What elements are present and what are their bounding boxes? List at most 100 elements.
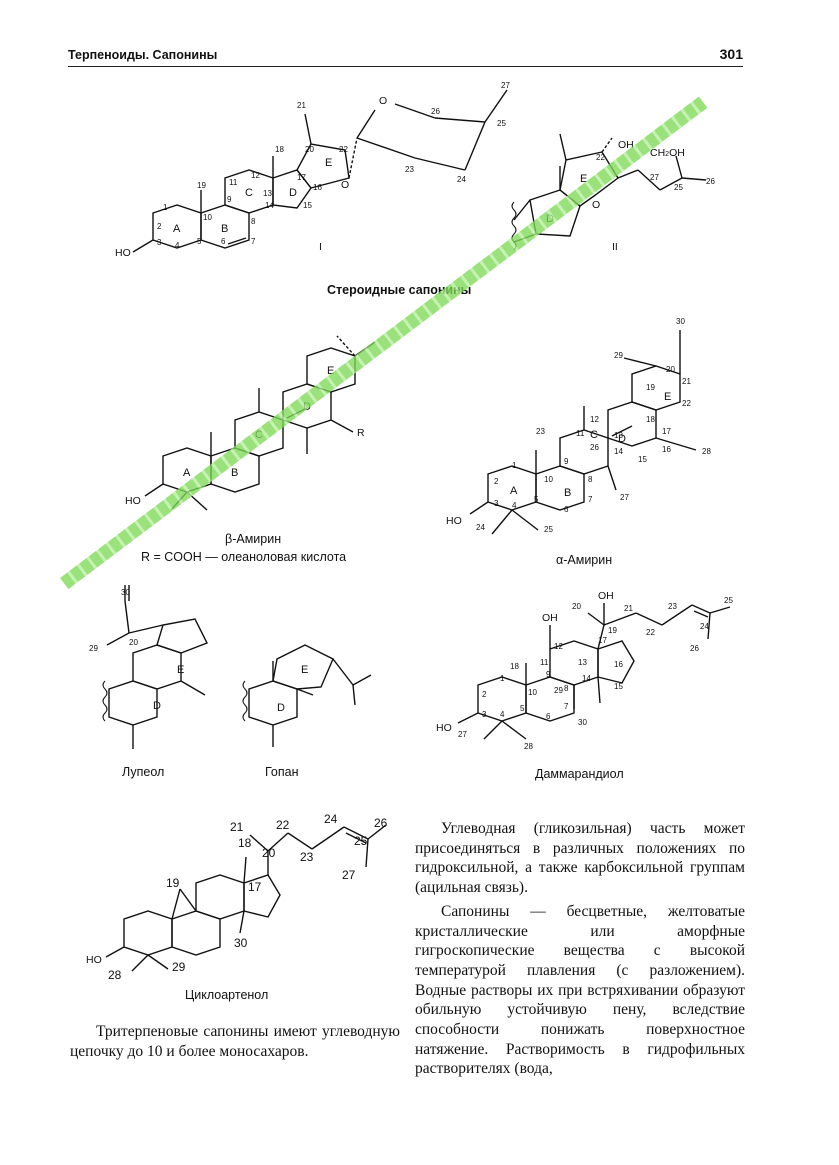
svg-text:13: 13 xyxy=(263,189,272,198)
hopane-name: Гопан xyxy=(265,765,299,779)
svg-text:29: 29 xyxy=(614,351,623,360)
left-column-text: Тритерпеновые сапонины имеют углеводную … xyxy=(70,1022,400,1061)
roman-numeral-1: I xyxy=(319,241,322,253)
page-header: Терпеноиды. Сапонины 301 xyxy=(68,44,743,67)
svg-text:OH: OH xyxy=(542,612,558,624)
svg-text:25: 25 xyxy=(544,525,553,534)
svg-text:18: 18 xyxy=(646,415,655,424)
svg-text:21: 21 xyxy=(230,820,244,834)
svg-text:20: 20 xyxy=(572,602,581,611)
svg-text:29: 29 xyxy=(89,644,98,653)
svg-text:21: 21 xyxy=(624,604,633,613)
svg-text:23: 23 xyxy=(668,602,677,611)
svg-text:27: 27 xyxy=(501,81,510,90)
svg-text:27: 27 xyxy=(342,868,356,882)
lupeol-name: Лупеол xyxy=(122,765,165,779)
svg-text:26: 26 xyxy=(374,816,388,830)
svg-text:18: 18 xyxy=(275,145,284,154)
svg-text:28: 28 xyxy=(524,742,533,751)
svg-text:21: 21 xyxy=(297,101,306,110)
svg-text:A: A xyxy=(510,485,518,497)
svg-text:R: R xyxy=(357,427,365,439)
svg-text:8: 8 xyxy=(588,475,593,484)
svg-text:12: 12 xyxy=(554,642,563,651)
svg-text:25: 25 xyxy=(497,119,506,128)
svg-text:2: 2 xyxy=(494,477,499,486)
svg-text:29: 29 xyxy=(172,960,186,974)
svg-text:20: 20 xyxy=(129,638,138,647)
svg-text:2: 2 xyxy=(482,690,487,699)
svg-text:16: 16 xyxy=(662,445,671,454)
svg-text:O: O xyxy=(341,179,349,191)
svg-text:27: 27 xyxy=(458,730,467,739)
beta-amyrin-note: R = COOH — олеаноловая кислота xyxy=(141,550,347,564)
svg-text:10: 10 xyxy=(544,475,553,484)
svg-text:20: 20 xyxy=(262,846,276,860)
svg-text:15: 15 xyxy=(638,455,647,464)
svg-text:25: 25 xyxy=(674,183,683,192)
svg-text:17: 17 xyxy=(297,173,306,182)
svg-text:1: 1 xyxy=(500,674,505,683)
svg-text:10: 10 xyxy=(203,213,212,222)
svg-text:23: 23 xyxy=(405,165,414,174)
svg-text:5: 5 xyxy=(197,237,202,246)
svg-text:O: O xyxy=(592,199,600,211)
svg-text:6: 6 xyxy=(221,237,226,246)
svg-text:9: 9 xyxy=(546,670,551,679)
svg-text:22: 22 xyxy=(646,628,655,637)
svg-text:24: 24 xyxy=(700,622,709,631)
svg-text:19: 19 xyxy=(166,876,180,890)
svg-text:OH: OH xyxy=(598,590,614,602)
svg-text:8: 8 xyxy=(251,217,256,226)
svg-text:26: 26 xyxy=(590,443,599,452)
svg-text:20: 20 xyxy=(666,365,675,374)
svg-text:15: 15 xyxy=(614,682,623,691)
svg-text:A: A xyxy=(173,223,181,235)
svg-text:19: 19 xyxy=(646,383,655,392)
svg-text:HO: HO xyxy=(125,495,141,507)
svg-text:1: 1 xyxy=(512,461,517,470)
svg-text:HO: HO xyxy=(436,722,452,734)
svg-text:18: 18 xyxy=(238,836,252,850)
svg-text:17: 17 xyxy=(248,880,262,894)
svg-text:HO: HO xyxy=(115,247,131,259)
svg-text:3: 3 xyxy=(494,499,499,508)
svg-text:19: 19 xyxy=(608,626,617,635)
svg-text:24: 24 xyxy=(457,175,466,184)
svg-text:17: 17 xyxy=(662,427,671,436)
dammarenediol-name: Даммарандиол xyxy=(535,767,624,781)
svg-text:5: 5 xyxy=(520,704,525,713)
svg-text:A: A xyxy=(183,467,191,479)
svg-text:26: 26 xyxy=(690,644,699,653)
svg-text:11: 11 xyxy=(576,429,585,438)
svg-text:22: 22 xyxy=(682,399,691,408)
svg-text:13: 13 xyxy=(578,658,587,667)
svg-text:3: 3 xyxy=(482,710,487,719)
svg-text:C: C xyxy=(590,429,598,441)
svg-text:B: B xyxy=(221,223,228,235)
svg-text:4: 4 xyxy=(175,241,180,250)
svg-text:B: B xyxy=(564,487,571,499)
svg-text:D: D xyxy=(618,433,626,445)
svg-text:6: 6 xyxy=(564,505,569,514)
svg-text:9: 9 xyxy=(227,195,232,204)
svg-text:9: 9 xyxy=(564,457,569,466)
svg-text:26: 26 xyxy=(431,107,440,116)
svg-text:D: D xyxy=(277,702,285,714)
svg-text:12: 12 xyxy=(590,415,599,424)
alpha-amyrin-name: α-Амирин xyxy=(556,553,613,567)
svg-text:13: 13 xyxy=(614,431,623,440)
svg-text:E: E xyxy=(301,664,308,676)
svg-text:28: 28 xyxy=(702,447,711,456)
svg-text:C: C xyxy=(245,187,253,199)
svg-text:1: 1 xyxy=(163,203,168,212)
svg-text:21: 21 xyxy=(682,377,691,386)
svg-text:E: E xyxy=(325,157,332,169)
svg-text:12: 12 xyxy=(251,171,260,180)
right-column-text: Углеводная (гликозильная) часть может пр… xyxy=(415,819,745,1079)
svg-text:26: 26 xyxy=(706,177,715,186)
svg-text:20: 20 xyxy=(305,145,314,154)
